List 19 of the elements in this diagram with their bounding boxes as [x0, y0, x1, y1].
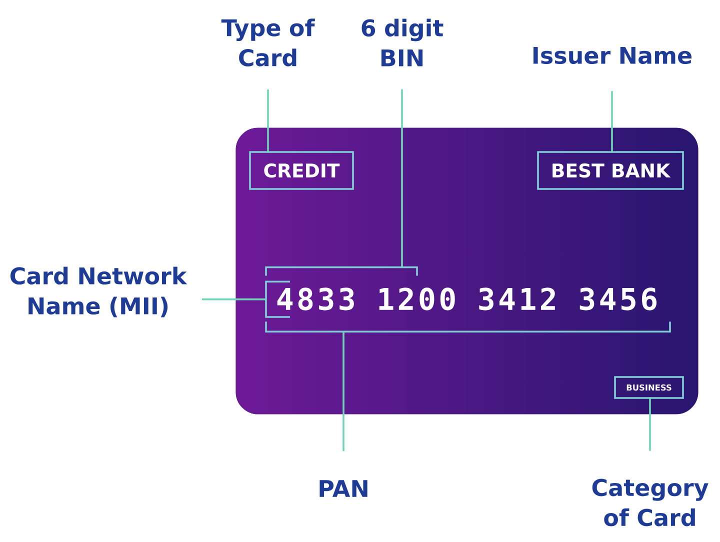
leader-line: [649, 398, 651, 451]
bracket: [265, 322, 671, 332]
outlined-box: BEST BANK: [537, 151, 684, 190]
callout-label: Card Network Name (MII): [10, 266, 188, 318]
leader-line: [202, 298, 266, 300]
callout-label: 6 digit BIN: [362, 18, 444, 66]
callout-label: Type of Card: [221, 18, 315, 66]
outlined-box: CREDIT: [249, 151, 354, 190]
callout-label: Issuer Name: [534, 46, 692, 64]
callout-label: Category of Card: [592, 478, 708, 526]
leader-line: [267, 89, 269, 152]
callout-label: PAN: [320, 480, 368, 497]
card: [236, 128, 698, 414]
outlined-box: BUSINESS: [614, 376, 684, 399]
leader-line: [401, 89, 403, 268]
leader-line: [342, 332, 344, 452]
leader-line: [611, 91, 613, 152]
bracket: [265, 266, 418, 276]
card-number: 4833 1200 3412 3456: [277, 288, 656, 310]
